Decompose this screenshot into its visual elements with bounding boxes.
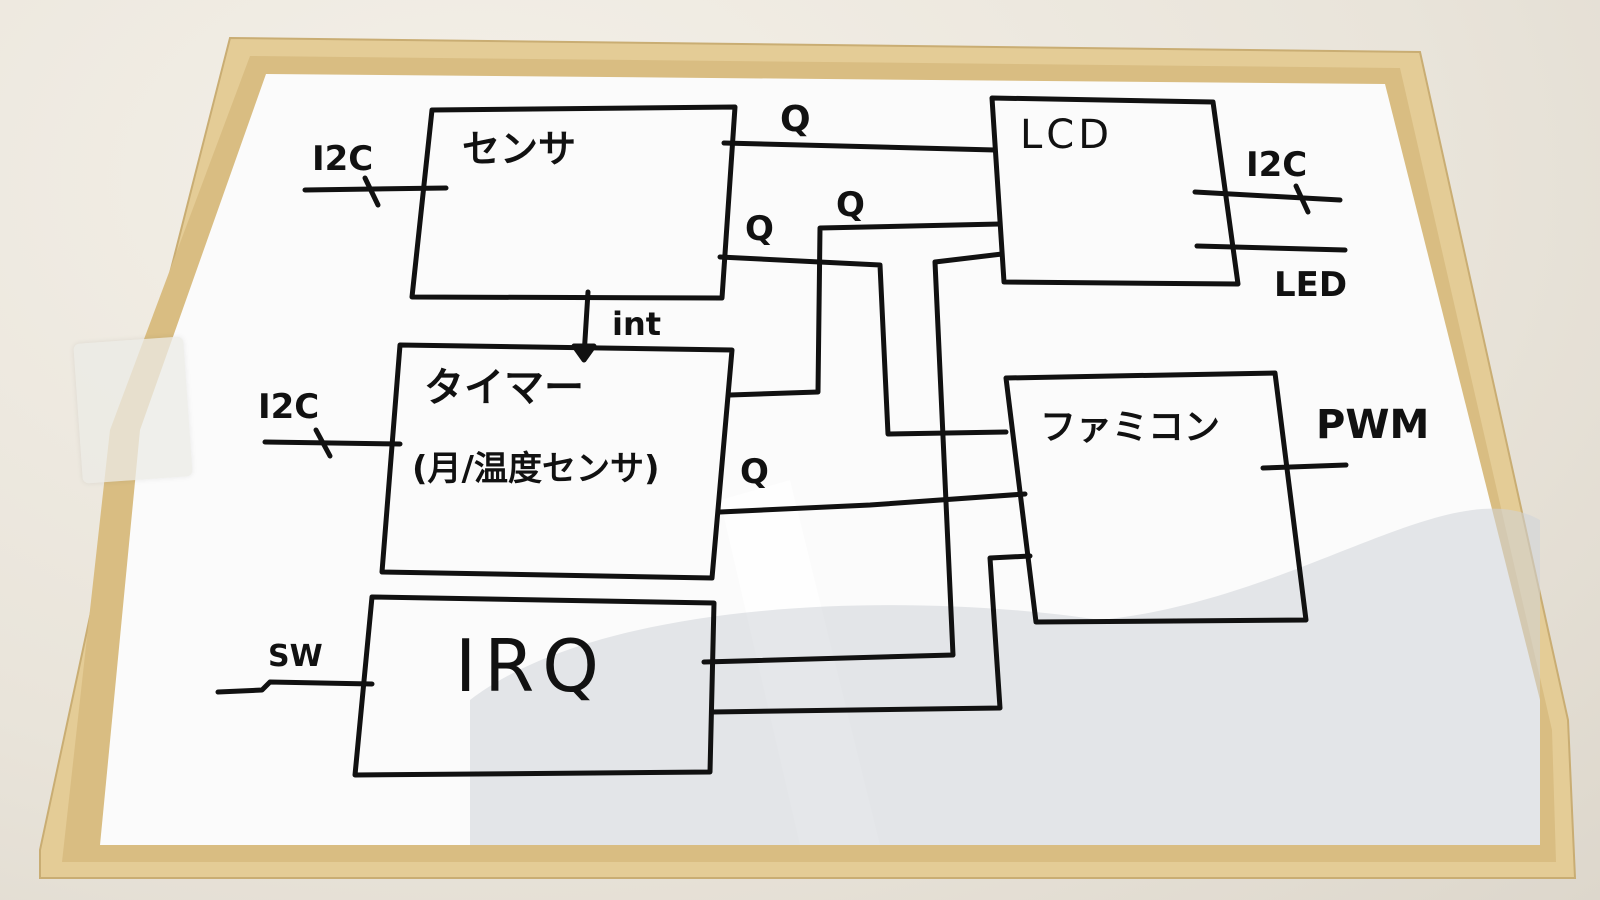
label-q-sensor-bottom: Q	[745, 209, 774, 249]
irq-box	[352, 594, 717, 778]
label-q-sensor-top: Q	[780, 99, 811, 140]
aircon-box	[1003, 370, 1309, 625]
sensor-box	[409, 104, 738, 301]
wire-led	[1194, 243, 1348, 253]
wires	[215, 95, 1349, 778]
label-int: int	[612, 305, 662, 343]
label-q-timer-aircon: Q	[740, 452, 769, 492]
label-sw: SW	[268, 639, 323, 674]
lcd-box	[989, 95, 1241, 287]
wire-sw	[215, 679, 375, 695]
wire-irq-lcd	[701, 251, 1005, 665]
label-q-timer-lcd: Q	[836, 185, 865, 225]
label-timer-line1: タイマー	[424, 365, 584, 411]
tick-i2c-timer	[313, 427, 333, 459]
tape-clip	[73, 336, 193, 484]
wire-i2c-lcd	[1192, 189, 1343, 203]
wire-sensor-aircon	[717, 254, 1009, 437]
wire-i2c-sensor	[302, 185, 449, 193]
label-led: LED	[1274, 265, 1348, 305]
label-i2c-sensor: I2C	[312, 139, 374, 179]
tick-i2c-lcd	[1293, 183, 1311, 215]
label-lcd: LCD	[1020, 112, 1114, 158]
label-irq: IRQ	[455, 624, 607, 708]
label-aircon: ファミコン	[1040, 407, 1221, 448]
int-arrowhead	[571, 343, 597, 363]
wire-i2c-timer	[262, 439, 403, 447]
tick-i2c-sensor	[362, 175, 381, 208]
wire-pwm	[1260, 462, 1349, 471]
board-shadow	[470, 508, 1540, 845]
label-i2c-lcd: I2C	[1246, 145, 1308, 185]
wire-timer-lcd	[727, 221, 1003, 398]
wire-irq-aircon	[709, 553, 1033, 715]
wire-sensor-lcd	[721, 140, 998, 153]
wire-timer-aircon	[717, 491, 1028, 515]
timer-box	[379, 342, 735, 581]
label-pwm: PWM	[1316, 402, 1430, 448]
label-sensor: センサ	[462, 127, 577, 171]
label-i2c-timer: I2C	[258, 387, 320, 427]
label-timer-line2: (月/温度センサ)	[412, 449, 660, 489]
